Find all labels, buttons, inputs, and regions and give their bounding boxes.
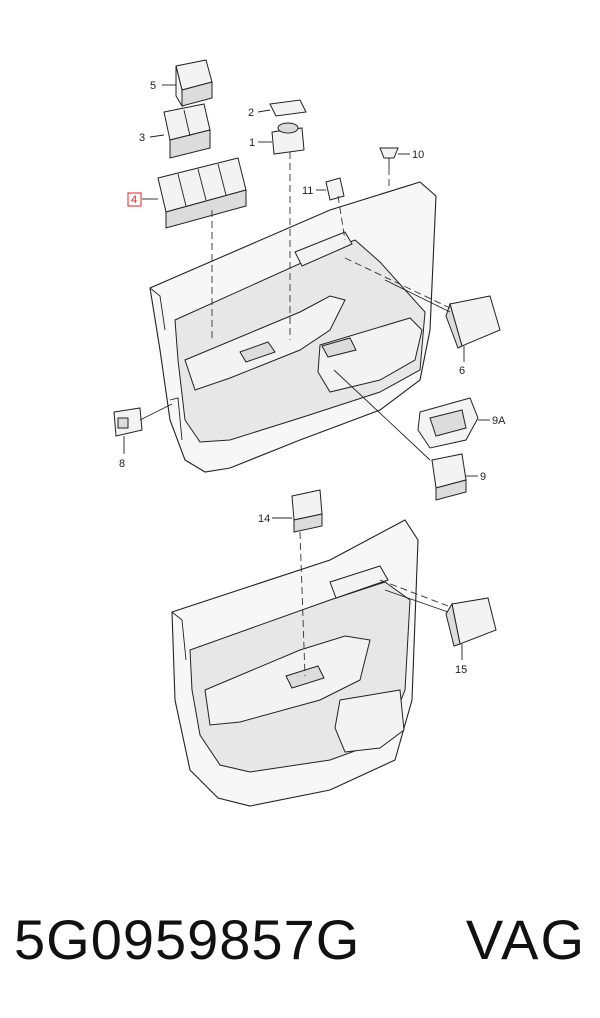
callout-11: 11	[302, 185, 313, 197]
part-6-switch-module	[445, 295, 501, 349]
part-4-window-switch-block	[157, 157, 247, 229]
callout-10: 10	[412, 149, 424, 161]
callout-2: 2	[248, 107, 254, 119]
callout-15: 15	[455, 664, 467, 676]
part-8-switch	[113, 407, 143, 437]
footer: 5G0959857G VAG	[0, 895, 600, 985]
leader-lines	[123, 84, 490, 677]
part-1-mirror-switch	[271, 122, 305, 155]
callout-4-highlight-box	[127, 192, 142, 207]
callout-9a: 9A	[492, 415, 506, 427]
brand-name: VAG	[465, 908, 586, 971]
callout-labels: 5 2 3 1 10 11 4 6 8 9A 9 14 15	[119, 80, 506, 676]
exploded-parts-diagram: 5 2 3 1 10 11 4 6 8 9A 9 14 15	[113, 59, 506, 807]
callout-1: 1	[249, 137, 255, 149]
part-3-double-switch	[163, 103, 211, 159]
callout-6: 6	[459, 365, 465, 377]
rear-door-panel	[171, 519, 419, 807]
callout-14: 14	[258, 513, 270, 525]
part-number: 5G0959857G	[14, 908, 361, 971]
part-14-switch	[291, 489, 323, 533]
part-11-connector	[325, 177, 345, 201]
part-15-switch-module	[445, 597, 497, 647]
part-2-frame	[269, 99, 307, 117]
part-5-single-switch	[175, 59, 213, 108]
callout-4: 4	[131, 194, 137, 206]
part-9a-bezel	[417, 397, 479, 449]
callout-9: 9	[480, 471, 486, 483]
part-9-switch	[431, 453, 467, 501]
callout-5: 5	[150, 80, 156, 92]
callout-3: 3	[139, 132, 145, 144]
part-10-clip	[379, 147, 399, 168]
callout-8: 8	[119, 458, 125, 470]
front-door-panel	[149, 181, 437, 473]
